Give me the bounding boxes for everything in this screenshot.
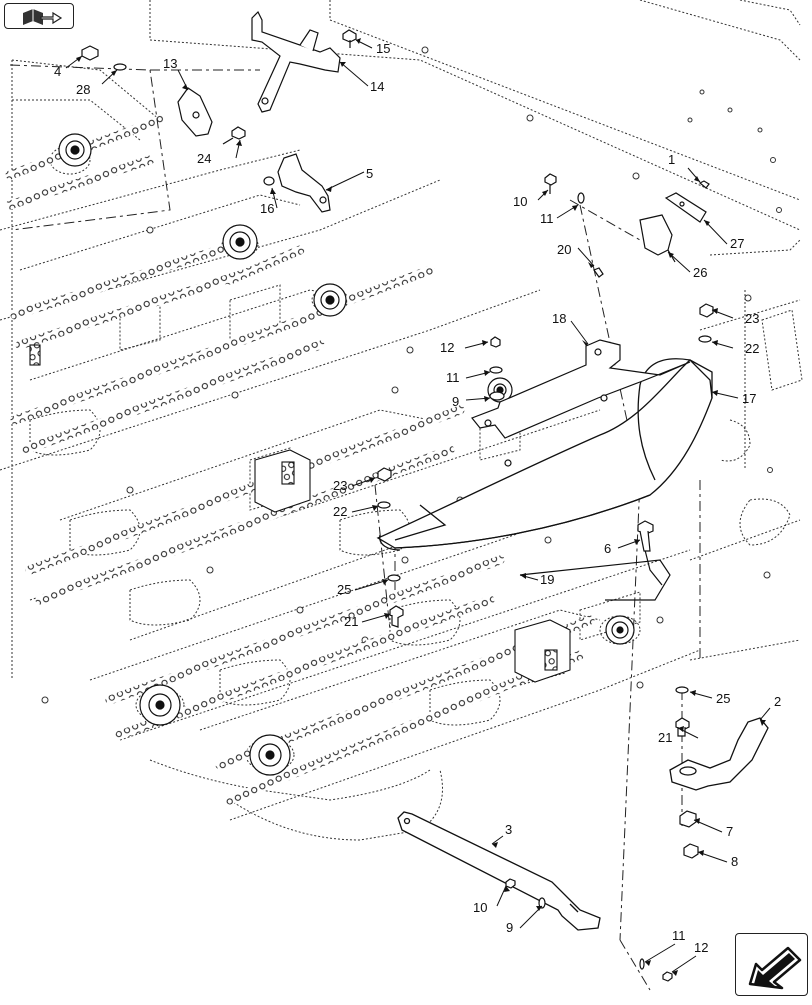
- callout-9-upper[interactable]: 9: [452, 394, 459, 409]
- hood-hidden-lines: [9, 64, 701, 991]
- callout-7[interactable]: 7: [726, 824, 733, 839]
- gearbox-housings: [29, 344, 571, 683]
- callout-26[interactable]: 26: [693, 265, 707, 280]
- callout-16[interactable]: 16: [260, 201, 274, 216]
- callout-10-lower[interactable]: 10: [473, 900, 487, 915]
- mounting-plate: [471, 339, 691, 467]
- callout-18[interactable]: 18: [552, 311, 566, 326]
- callout-8[interactable]: 8: [731, 854, 738, 869]
- callout-12-left[interactable]: 12: [440, 340, 454, 355]
- callout-2[interactable]: 2: [774, 694, 781, 709]
- callout-11-upper[interactable]: 11: [540, 211, 554, 226]
- chain-sprockets: [58, 133, 635, 776]
- book-arrow-icon: [23, 9, 63, 25]
- callout-23-mid[interactable]: 23: [333, 478, 347, 493]
- next-page-button[interactable]: [735, 933, 808, 996]
- callout-25-mid[interactable]: 25: [337, 582, 351, 597]
- callout-28[interactable]: 28: [76, 82, 90, 97]
- callout-25-lower[interactable]: 25: [716, 691, 730, 706]
- callout-1[interactable]: 1: [668, 152, 675, 167]
- callout-6[interactable]: 6: [604, 541, 611, 556]
- callout-4[interactable]: 4: [54, 64, 61, 79]
- callout-12-bottom[interactable]: 12: [694, 940, 708, 955]
- callout-11-bottom[interactable]: 11: [672, 928, 686, 943]
- gathering-chains: [5, 115, 595, 805]
- back-to-index-button[interactable]: [4, 3, 74, 29]
- leader-arrowheads: [76, 38, 766, 976]
- lock-plate: [177, 87, 213, 137]
- callout-9-lower[interactable]: 9: [506, 920, 513, 935]
- callout-11-left[interactable]: 11: [446, 370, 460, 385]
- callout-24[interactable]: 24: [197, 151, 211, 166]
- frame-bolt-holes: [41, 46, 782, 704]
- callout-21-mid[interactable]: 21: [344, 614, 358, 629]
- callout-10-upper[interactable]: 10: [513, 194, 527, 209]
- callout-5[interactable]: 5: [366, 166, 373, 181]
- callout-labels: 1 2 3 4 5 6 7 8 9 9 10 10 11 11 11 12 12…: [54, 41, 781, 955]
- callout-15[interactable]: 15: [376, 41, 390, 56]
- strip-27: [664, 192, 707, 223]
- long-strut: [397, 811, 601, 931]
- callout-21-lower[interactable]: 21: [658, 730, 672, 745]
- callout-23-upper[interactable]: 23: [745, 311, 759, 326]
- mount-bracket: [277, 153, 331, 213]
- callout-17[interactable]: 17: [742, 391, 756, 406]
- upper-bracket: [251, 10, 341, 113]
- callout-20[interactable]: 20: [557, 242, 571, 257]
- callout-22-upper[interactable]: 22: [745, 341, 759, 356]
- arrow-down-left-icon: [748, 946, 802, 990]
- callout-13[interactable]: 13: [163, 56, 177, 71]
- fasteners: [81, 29, 714, 982]
- callout-19[interactable]: 19: [540, 572, 554, 587]
- callout-27[interactable]: 27: [730, 236, 744, 251]
- callout-14[interactable]: 14: [370, 79, 384, 94]
- crop-divider-hood: [376, 358, 713, 551]
- callout-3[interactable]: 3: [505, 822, 512, 837]
- callout-22-mid[interactable]: 22: [333, 504, 347, 519]
